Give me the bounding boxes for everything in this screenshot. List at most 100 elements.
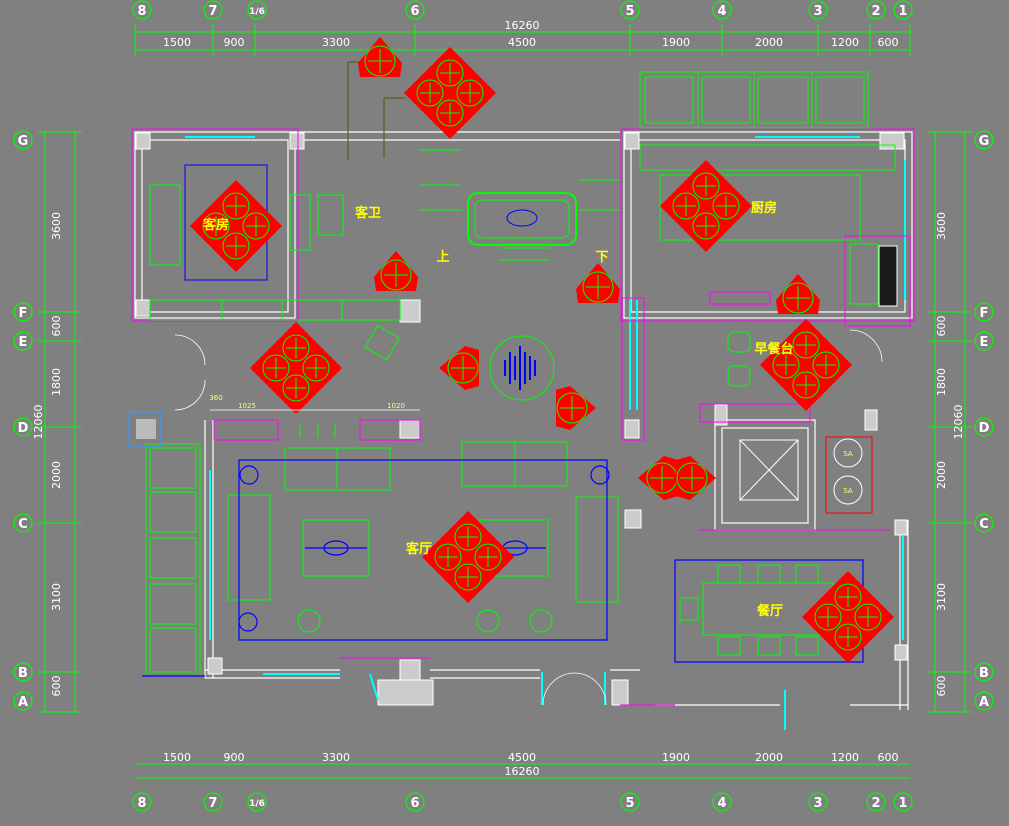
fridge-block bbox=[878, 245, 898, 307]
axis-col-4-bottom: 4 bbox=[717, 796, 726, 811]
stair-down-label: 下 bbox=[595, 250, 608, 265]
right-dimension-labels: 3600 600 1800 2000 3100 600 12060 bbox=[935, 212, 965, 697]
top-dim-6: 2000 bbox=[755, 36, 783, 49]
small-dim-1025: 1025 bbox=[238, 402, 256, 410]
top-dim-7: 1200 bbox=[831, 36, 859, 49]
bottom-dim-7: 1200 bbox=[831, 751, 859, 764]
axis-col-8-bottom: 8 bbox=[137, 796, 146, 811]
top-total-dimension: 16260 bbox=[505, 19, 540, 32]
bottom-dim-6: 2000 bbox=[755, 751, 783, 764]
axis-col-1-top: 1 bbox=[898, 4, 907, 19]
top-dim-4: 4500 bbox=[508, 36, 536, 49]
wall-light-marker-2 bbox=[374, 251, 418, 291]
axis-row-f-left: F bbox=[19, 306, 28, 321]
axis-row-g-left: G bbox=[18, 134, 29, 149]
ceiling-light-cluster-4 bbox=[250, 322, 342, 414]
ceiling-light-cluster-6 bbox=[422, 511, 514, 603]
axis-col-5-bottom: 5 bbox=[625, 796, 634, 811]
axis-col-3-top: 3 bbox=[813, 4, 822, 19]
axis-col-2-bottom: 2 bbox=[871, 796, 880, 811]
accent-outlines bbox=[131, 128, 915, 706]
elevator-shaft bbox=[739, 436, 873, 514]
left-dim-4: 2000 bbox=[50, 461, 63, 489]
axis-col-4-top: 4 bbox=[717, 4, 726, 19]
axis-col-6-top: 6 bbox=[410, 4, 419, 19]
ceiling-light-cluster-3 bbox=[660, 160, 752, 252]
top-dim-1: 1500 bbox=[163, 36, 191, 49]
axis-col-8-top: 8 bbox=[137, 4, 146, 19]
room-label-living: 客厅 bbox=[406, 541, 432, 557]
axis-row-f-right: F bbox=[980, 306, 989, 321]
column-box bbox=[136, 419, 156, 439]
left-dim-2: 600 bbox=[50, 316, 63, 337]
axis-row-c-left: C bbox=[18, 517, 28, 532]
top-dimensions bbox=[134, 24, 911, 56]
ceiling-light-cluster-7 bbox=[802, 571, 894, 663]
wall-light-marker-5 bbox=[556, 386, 596, 430]
room-label-dining: 餐厅 bbox=[756, 603, 783, 619]
door-swings bbox=[174, 329, 883, 706]
axis-bubbles bbox=[13, 0, 994, 812]
left-dim-1: 3600 bbox=[50, 212, 63, 240]
right-dim-5: 3100 bbox=[935, 583, 948, 611]
right-dim-1: 3600 bbox=[935, 212, 948, 240]
bottom-dim-2: 900 bbox=[224, 751, 245, 764]
red-circle-markers bbox=[358, 37, 820, 500]
axis-row-g-right: G bbox=[979, 134, 990, 149]
bottom-dim-8: 600 bbox=[878, 751, 899, 764]
room-label-guest-bedroom: 客房 bbox=[203, 217, 229, 233]
top-dim-8: 600 bbox=[878, 36, 899, 49]
top-dim-3: 3300 bbox=[322, 36, 350, 49]
bottom-dim-1: 1500 bbox=[163, 751, 191, 764]
wall-light-marker-1 bbox=[358, 37, 402, 77]
axis-col-1-6-top: 1/6 bbox=[249, 7, 265, 17]
axis-col-1-6-bottom: 1/6 bbox=[249, 799, 265, 809]
axis-col-2-top: 2 bbox=[871, 4, 880, 19]
bottom-dim-5: 1900 bbox=[662, 751, 690, 764]
room-label-guest-bath: 客卫 bbox=[355, 205, 381, 221]
room-label-utility: 早餐台 bbox=[754, 341, 793, 357]
shaft-label-2: SA bbox=[843, 487, 853, 495]
bottom-dim-3: 3300 bbox=[322, 751, 350, 764]
wall-light-marker-4 bbox=[439, 346, 479, 390]
wall-light-marker-6 bbox=[638, 456, 678, 500]
ceiling-light-cluster-1 bbox=[404, 47, 496, 139]
furniture bbox=[145, 71, 896, 677]
small-dim-360: 360 bbox=[209, 394, 222, 402]
axis-row-a-left: A bbox=[18, 695, 28, 710]
axis-row-b-left: B bbox=[18, 666, 28, 681]
wall-light-marker-3 bbox=[576, 263, 620, 303]
top-dim-2: 900 bbox=[224, 36, 245, 49]
right-dim-4: 2000 bbox=[935, 461, 948, 489]
axis-col-6-bottom: 6 bbox=[410, 796, 419, 811]
left-dimension-labels: 3600 600 1800 2000 3100 600 12060 bbox=[32, 212, 63, 697]
axis-col-1-bottom: 1 bbox=[898, 796, 907, 811]
axis-row-d-right: D bbox=[979, 421, 990, 436]
axis-row-d-left: D bbox=[18, 421, 29, 436]
shaft-label-1: SA bbox=[843, 450, 853, 458]
blue-elements bbox=[128, 411, 864, 677]
axis-row-a-right: A bbox=[979, 695, 989, 710]
bottom-dimension-labels: 1500 900 3300 4500 1900 2000 1200 600 bbox=[163, 751, 899, 764]
red-diamond-markers bbox=[190, 47, 894, 663]
bottom-dim-4: 4500 bbox=[508, 751, 536, 764]
wall-light-marker-8 bbox=[776, 274, 820, 314]
speaker-symbol bbox=[504, 346, 536, 390]
right-total-dim: 12060 bbox=[952, 405, 965, 440]
small-dim-1020: 1020 bbox=[387, 402, 405, 410]
bottom-dimensions bbox=[135, 763, 910, 779]
left-dim-6: 600 bbox=[50, 676, 63, 697]
axis-row-e-right: E bbox=[980, 335, 989, 350]
axis-row-labels: G F E D C B A G F E D C B A bbox=[18, 134, 990, 710]
stair-up-label: 上 bbox=[436, 250, 449, 265]
bottom-total-dimension: 16260 bbox=[505, 765, 540, 778]
right-dim-3: 1800 bbox=[935, 368, 948, 396]
axis-row-c-right: C bbox=[979, 517, 989, 532]
left-total-dim: 12060 bbox=[32, 405, 45, 440]
axis-col-7-bottom: 7 bbox=[208, 796, 217, 811]
left-dim-5: 3100 bbox=[50, 583, 63, 611]
axis-row-e-left: E bbox=[19, 335, 28, 350]
axis-col-5-top: 5 bbox=[625, 4, 634, 19]
top-dim-5: 1900 bbox=[662, 36, 690, 49]
